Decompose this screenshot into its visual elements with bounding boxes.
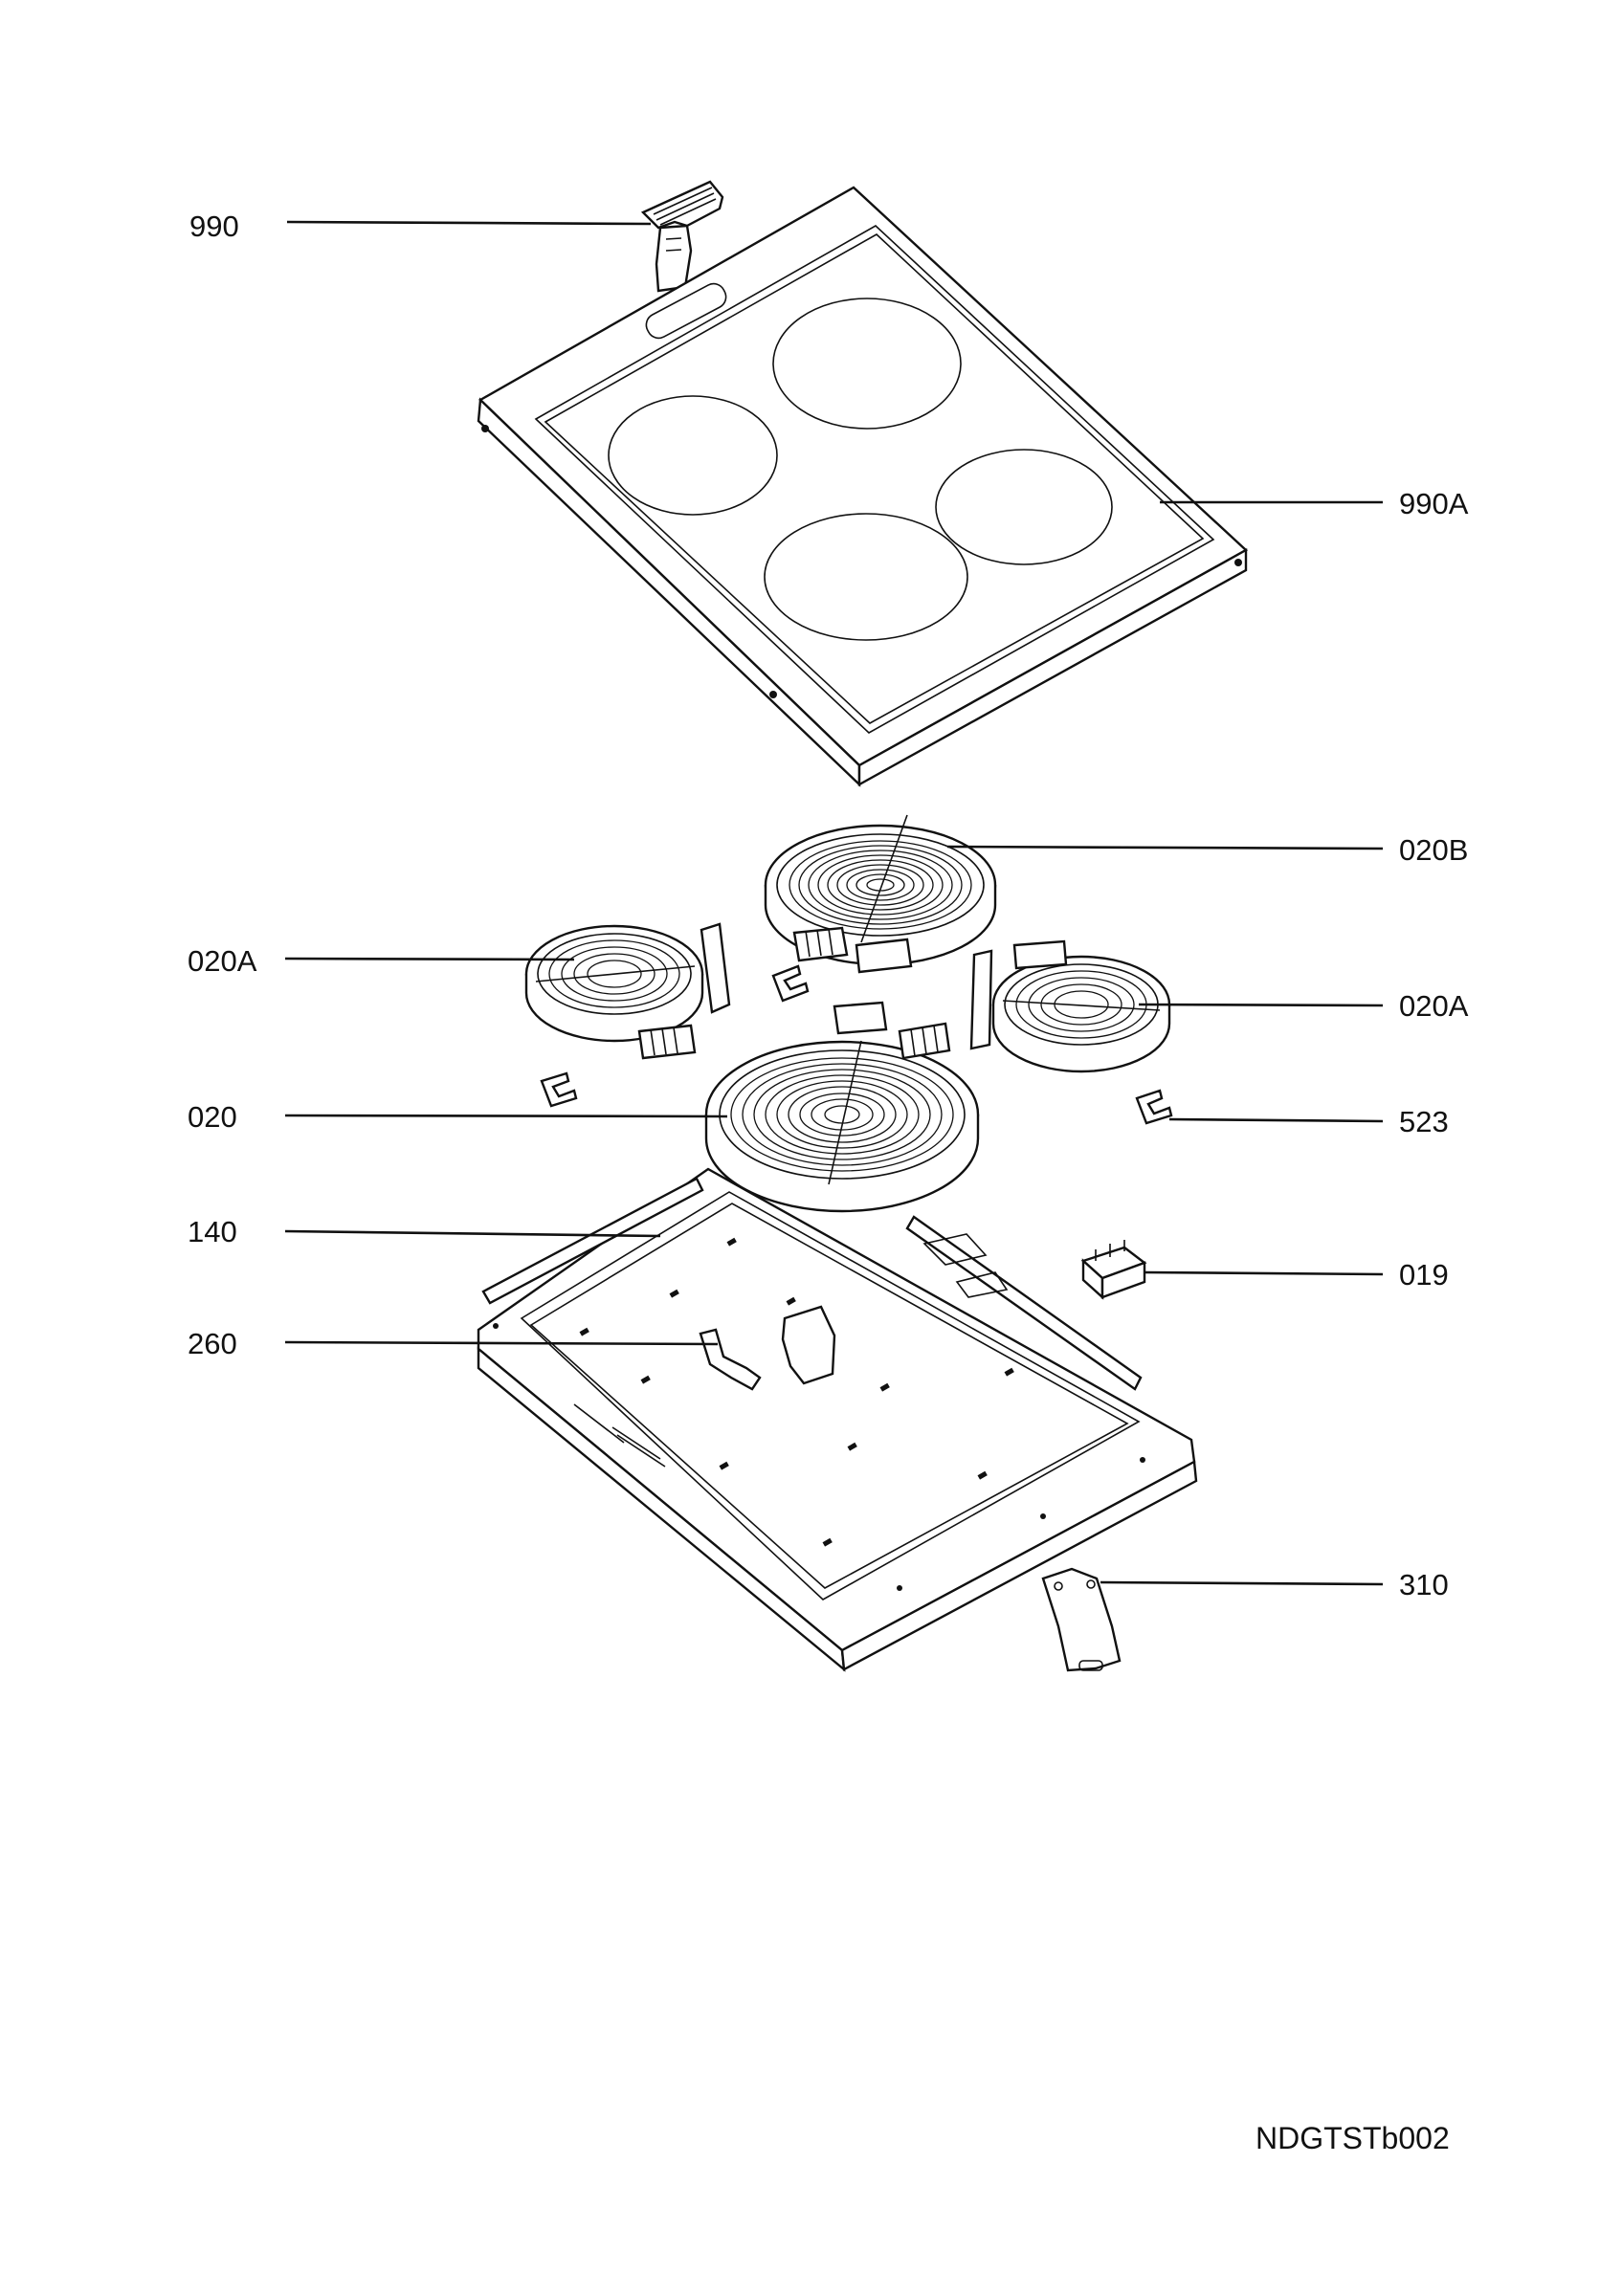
part-140-base-tray [477, 1167, 1198, 1672]
leader-lines [284, 220, 1384, 1586]
leader-020A-left [284, 957, 575, 961]
part-020B-radiant-element [764, 814, 997, 974]
part-310-mounting-bracket [1041, 1567, 1122, 1672]
part-019-terminal-block [1080, 1240, 1147, 1300]
part-990-handle [640, 180, 724, 293]
callout-990: 990 [189, 210, 239, 243]
callout-020A-left: 020A [188, 944, 257, 978]
leader-019 [1144, 1270, 1384, 1276]
callout-260: 260 [188, 1327, 237, 1360]
part-020-radiant-element [704, 1001, 980, 1213]
callout-140: 140 [188, 1215, 237, 1248]
drawing-code: NDGTSTb002 [1255, 2121, 1450, 2155]
callout-020: 020 [188, 1100, 237, 1134]
part-020A-right-radiant-element [969, 939, 1171, 1073]
callout-labels: 990 990A 020B 020A 020A 020 523 140 019 … [188, 210, 1469, 1601]
leader-020A-right [1138, 1003, 1384, 1007]
callout-990A: 990A [1399, 487, 1469, 520]
leader-523 [1168, 1117, 1384, 1123]
callout-020A-right: 020A [1399, 989, 1469, 1023]
part-990A-hob-top [477, 186, 1249, 787]
callout-019: 019 [1399, 1258, 1449, 1292]
part-020A-left-radiant-element [524, 922, 731, 1060]
leader-140 [284, 1229, 661, 1238]
callout-523: 523 [1399, 1105, 1449, 1138]
leader-990 [286, 220, 652, 226]
leader-260 [284, 1340, 719, 1346]
callout-310: 310 [1399, 1568, 1449, 1601]
part-523-clips [540, 964, 1173, 1125]
leader-020 [284, 1114, 728, 1118]
leader-310 [1100, 1580, 1384, 1586]
callout-020B: 020B [1399, 833, 1468, 867]
leader-020B [946, 845, 1384, 850]
